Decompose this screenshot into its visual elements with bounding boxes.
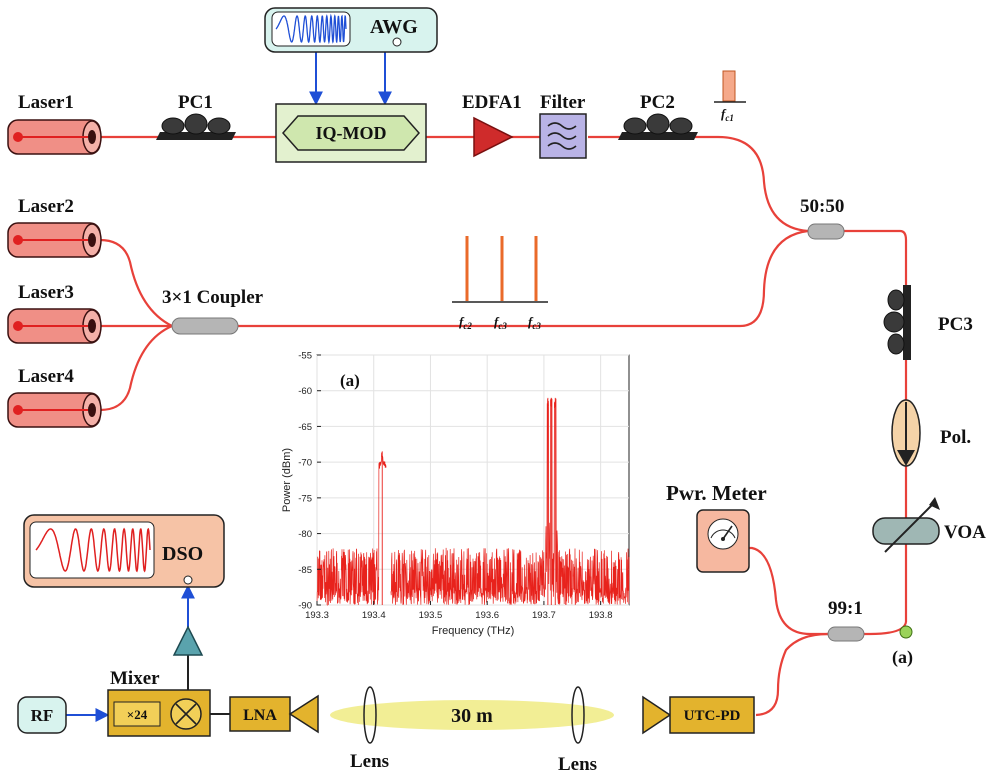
lens-right (571, 686, 585, 744)
laser2-label: Laser2 (18, 196, 74, 217)
dso-chirp-waveform (35, 527, 151, 573)
y-axis-ticks: -55 -60 -65 -70 -75 -80 -85 -90 (298, 351, 321, 612)
electrical-amplifier (172, 625, 204, 656)
power-meter (696, 509, 750, 573)
pc2-label: PC2 (640, 92, 675, 113)
laser3-label: Laser3 (18, 282, 74, 303)
polarizer (891, 399, 921, 467)
coupler-3x1-label: 3×1 Coupler (162, 287, 264, 308)
fiber-99-1-to-meter (748, 546, 828, 636)
tap-point-label: (a) (892, 647, 913, 668)
y-tick-label: -85 (298, 565, 312, 576)
x-tick-label: 193.4 (362, 610, 386, 621)
lens-left (363, 686, 377, 744)
spectrum-inset: 193.3 193.4 193.5 193.6 193.7 193.8 -55 -60 -65… (265, 340, 645, 640)
mixer-label: Mixer (110, 668, 160, 689)
tones-triple (465, 236, 538, 301)
tone-fc1-label: fc1 (721, 106, 734, 123)
awg-label: AWG (370, 16, 418, 38)
pc1-controller (156, 113, 236, 140)
rf-label: RF (31, 706, 54, 725)
utc-pd-label: UTC-PD (684, 708, 741, 724)
pwr-meter-label: Pwr. Meter (666, 481, 767, 505)
y-tick-label: -65 (298, 422, 312, 433)
utc-pd-block (642, 695, 755, 735)
fiber-laser2-to-coupler (99, 238, 173, 327)
fiber-99-1-to-utcpd (755, 632, 829, 717)
fiber-laser4-to-coupler (99, 324, 173, 412)
y-tick-label: -55 (298, 351, 312, 362)
x-axis-title: Frequency (THz) (432, 625, 515, 637)
mixer-block (107, 689, 211, 737)
spectrum-series-line (316, 397, 630, 606)
inset-annotation: (a) (340, 371, 360, 390)
laser2 (7, 222, 102, 258)
pc3-controller (883, 285, 911, 360)
x-axis-ticks: 193.3 193.4 193.5 193.6 193.7 193.8 (305, 601, 613, 621)
dso-label: DSO (162, 543, 203, 565)
laser4-label: Laser4 (18, 366, 74, 387)
pc2-controller (618, 113, 698, 140)
x-tick-label: 193.5 (419, 610, 443, 621)
distance-label: 30 m (451, 705, 493, 727)
pol-label: Pol. (940, 427, 971, 448)
rf-source (17, 696, 67, 734)
tone-fc2-label: fc2 (459, 314, 472, 331)
voa-attenuator (872, 497, 940, 553)
x-tick-label: 193.6 (475, 610, 499, 621)
splitter-99-1-label: 99:1 (828, 598, 863, 619)
awg-box (264, 7, 438, 53)
x24-multiplier-label: ×24 (127, 707, 148, 722)
dso-oscilloscope (23, 514, 225, 588)
fiber-50-50-to-pc3 (842, 229, 908, 622)
splitter-50-50 (807, 223, 845, 240)
filter-label: Filter (540, 92, 586, 113)
fiber-tap-to-99-1 (862, 621, 908, 636)
laser3 (7, 308, 102, 344)
fiber-coupler-to-50-50 (238, 229, 809, 328)
lna-label: LNA (243, 707, 277, 724)
tap-point-marker (899, 625, 913, 639)
splitter-50-50-label: 50:50 (800, 196, 844, 217)
awg-chirp-waveform (275, 13, 347, 45)
iq-modulator (275, 103, 427, 163)
electric-paths (66, 52, 392, 722)
x-tick-label: 193.8 (589, 610, 613, 621)
lens-right-label: Lens (558, 754, 597, 775)
y-tick-label: -75 (298, 493, 312, 504)
thz-beam (330, 700, 614, 730)
y-tick-label: -70 (298, 458, 312, 469)
splitter-99-1 (827, 626, 865, 642)
pc1-label: PC1 (178, 92, 213, 113)
pc3-label: PC3 (938, 314, 973, 335)
lens-left-label: Lens (350, 751, 389, 772)
edfa1-amplifier (473, 116, 514, 158)
y-tick-label: -60 (298, 386, 312, 397)
y-tick-label: -80 (298, 529, 312, 540)
y-tick-label: -90 (298, 601, 312, 612)
x-tick-label: 193.3 (305, 610, 329, 621)
tone-fc3-label-b: fc3 (528, 314, 541, 331)
x-tick-label: 193.7 (532, 610, 556, 621)
laser4 (7, 392, 102, 428)
tone-fc1 (714, 70, 746, 103)
spectrum-trace (316, 397, 630, 606)
fiber-paths (99, 135, 908, 717)
iq-mod-label: IQ-MOD (316, 123, 387, 143)
laser1-label: Laser1 (18, 92, 74, 113)
voa-label: VOA (944, 522, 986, 543)
filter-block (539, 113, 587, 159)
lna-block (229, 694, 319, 734)
laser1 (7, 119, 102, 155)
edfa1-label: EDFA1 (462, 92, 522, 113)
fiber-filter-to-50-50 (588, 135, 809, 233)
y-axis-title: Power (dBm) (281, 448, 293, 512)
tone-fc3-label-a: fc3 (494, 314, 507, 331)
coupler-3x1 (171, 317, 239, 335)
